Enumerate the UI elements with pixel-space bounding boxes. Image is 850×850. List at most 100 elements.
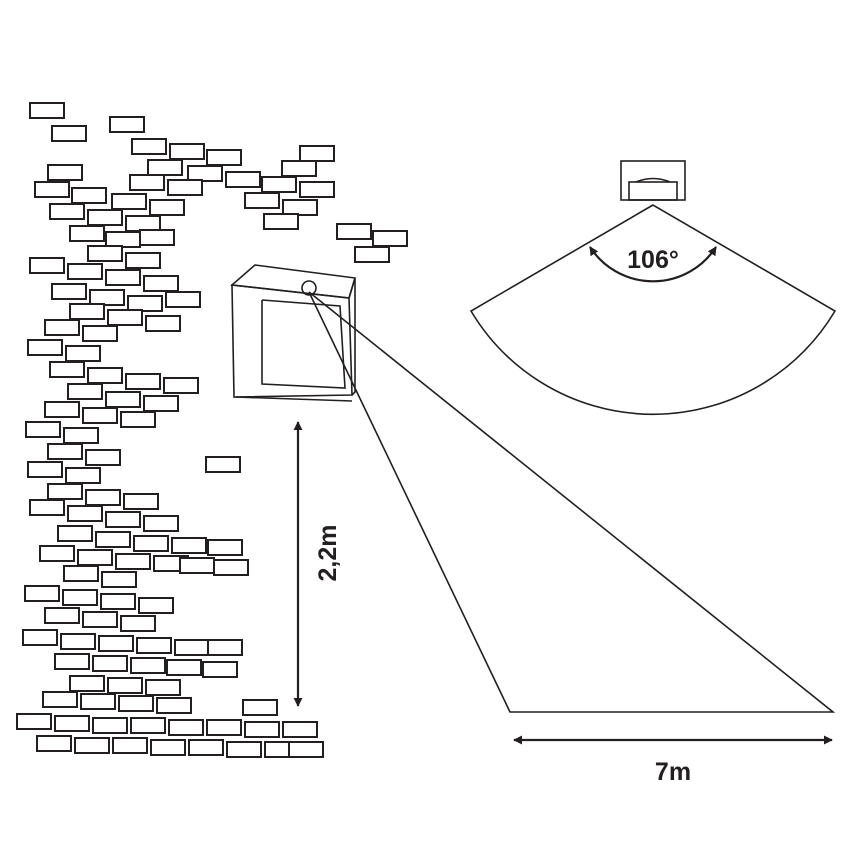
brick (25, 421, 61, 438)
brick (92, 717, 128, 734)
brick (120, 411, 156, 428)
brick (206, 719, 242, 736)
brick (163, 377, 199, 394)
brick (57, 525, 93, 542)
brick (372, 230, 408, 247)
brick (54, 653, 90, 670)
detection-beam-side (308, 291, 836, 713)
brick (49, 361, 85, 378)
brick (147, 159, 183, 176)
brick (22, 629, 58, 646)
brick (130, 717, 166, 734)
brick (143, 275, 179, 292)
brick (263, 213, 299, 230)
brick (105, 231, 141, 248)
sensor-lens-icon (301, 280, 317, 296)
brick (27, 461, 63, 478)
brick (143, 395, 179, 412)
brick (80, 693, 116, 710)
brick (29, 257, 65, 274)
angle-label: 106° (627, 246, 679, 274)
brick (354, 246, 390, 263)
brick (125, 373, 161, 390)
brick (101, 571, 137, 588)
brick (156, 697, 192, 714)
brick (244, 721, 280, 738)
brick (225, 171, 261, 188)
brick (336, 223, 372, 240)
brick (105, 269, 141, 286)
brick (85, 489, 121, 506)
brick (207, 639, 243, 656)
brick (242, 699, 278, 716)
brick (125, 252, 161, 269)
brick (138, 597, 174, 614)
brick (87, 209, 123, 226)
brick (67, 263, 103, 280)
brick (130, 657, 166, 674)
brick (288, 741, 324, 758)
brick (188, 739, 224, 756)
brick (125, 215, 161, 232)
brick (47, 443, 83, 460)
brick (65, 345, 101, 362)
brick (202, 661, 238, 678)
brick (82, 611, 118, 628)
brick (120, 615, 156, 632)
brick (77, 549, 113, 566)
brick (42, 691, 78, 708)
brick (118, 695, 154, 712)
brick (95, 531, 131, 548)
brick (85, 449, 121, 466)
brick (51, 283, 87, 300)
brick (47, 164, 83, 181)
brick (98, 635, 134, 652)
brick (174, 639, 210, 656)
brick (69, 675, 105, 692)
brick (205, 456, 241, 473)
brick (47, 483, 83, 500)
height-label: 2,2m (314, 525, 342, 582)
brick (127, 295, 163, 312)
brick (62, 589, 98, 606)
brick (168, 719, 204, 736)
brick (100, 593, 136, 610)
brick (107, 677, 143, 694)
brick (49, 203, 85, 220)
brick (299, 145, 335, 162)
brick (131, 138, 167, 155)
brick (63, 565, 99, 582)
brick (139, 229, 175, 246)
brick (145, 315, 181, 332)
brick (54, 715, 90, 732)
brick (167, 179, 203, 196)
brick (166, 659, 202, 676)
brick (82, 407, 118, 424)
brick (29, 102, 65, 119)
brick (44, 607, 80, 624)
brick (69, 225, 105, 242)
brick (34, 181, 70, 198)
height-dimension: 2,2m (293, 421, 342, 707)
brick (27, 339, 63, 356)
brick (133, 535, 169, 552)
brick (74, 737, 110, 754)
brick (44, 319, 80, 336)
motion-sensor-lamp-icon (230, 264, 357, 402)
sensor-top-view-icon (620, 160, 686, 201)
brick (206, 149, 242, 166)
brick (67, 383, 103, 400)
brick (299, 181, 335, 198)
brick (107, 309, 143, 326)
brick (282, 721, 318, 738)
brick (24, 585, 60, 602)
brick (82, 325, 118, 342)
brick (169, 143, 205, 160)
brick (179, 557, 215, 574)
brick (44, 401, 80, 418)
brick (109, 116, 145, 133)
brick (165, 291, 201, 308)
brick (87, 245, 123, 262)
